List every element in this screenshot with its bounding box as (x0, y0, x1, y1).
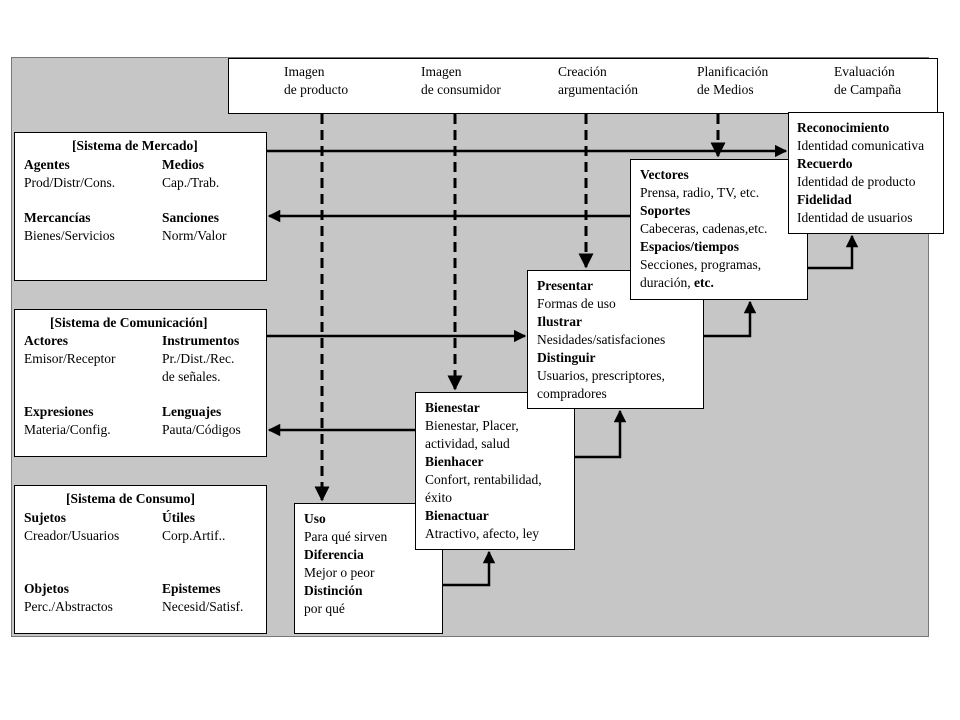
step-bienestar-to-presentar (575, 409, 627, 459)
reconocimiento-box (788, 112, 944, 234)
header-box (228, 58, 938, 114)
step-presentar-to-vectores (704, 300, 757, 338)
bienhacer-value-1: Confort, rentabilidad, (425, 472, 542, 487)
distinguir-value-1: Usuarios, prescriptores, (537, 368, 665, 383)
sujetos-value: Creador/Usuarios (24, 528, 120, 543)
header-line: Imagen (284, 64, 325, 79)
lenguajes-label: Lenguajes (162, 404, 222, 419)
bienhacer-label: Bienhacer (425, 454, 484, 469)
header-line: de producto (284, 82, 349, 97)
instrumentos-label: Instrumentos (162, 333, 240, 348)
header-line: Planificación (697, 64, 769, 79)
instrumentos-value-2: de señales. (162, 369, 221, 384)
header-line: de consumidor (421, 82, 501, 97)
bienestar-label: Bienestar (425, 400, 480, 415)
utiles-label: Útiles (162, 510, 195, 525)
distinguir-label: Distinguir (537, 350, 596, 365)
expresiones-value: Materia/Config. (24, 422, 111, 437)
header-col-evaluacion: Evaluación de Campaña (834, 63, 901, 99)
sistema-consumo-box (14, 485, 267, 634)
sanciones-label: Sanciones (162, 210, 220, 225)
fidelidad-label: Fidelidad (797, 192, 852, 207)
objetos-label: Objetos (24, 581, 69, 596)
recuerdo-label: Recuerdo (797, 156, 853, 171)
header-col-creacion: Creación argumentación (558, 63, 638, 99)
vectores-value: Prensa, radio, TV, etc. (640, 185, 760, 200)
espacios-value-2a: duración, (640, 275, 694, 290)
sistema-comunicacion-box (14, 309, 267, 457)
bienhacer-value-2: éxito (425, 490, 452, 505)
instrumentos-value-1: Pr./Dist./Rec. (162, 351, 235, 366)
agentes-value: Prod/Distr/Cons. (24, 175, 116, 190)
espacios-value-2b: etc. (693, 275, 714, 290)
espacios-value-2: duración, etc. (640, 274, 714, 291)
recuerdo-value: Identidad de producto (797, 174, 916, 189)
actores-value: Emisor/Receptor (24, 351, 116, 366)
presentar-label: Presentar (537, 278, 593, 293)
sanciones-value: Norm/Valor (162, 228, 227, 243)
expresiones-label: Expresiones (24, 404, 94, 419)
header-line: argumentación (558, 82, 638, 97)
medios-label: Medios (162, 157, 204, 172)
diferencia-label: Diferencia (304, 547, 364, 562)
espacios-label: Espacios/tiempos (640, 239, 740, 254)
reconocimiento-value: Identidad comunicativa (797, 138, 925, 153)
soportes-label: Soportes (640, 203, 691, 218)
epistemes-label: Epistemes (162, 581, 221, 596)
reconocimiento-label: Reconocimiento (797, 120, 890, 135)
ilustrar-label: Ilustrar (537, 314, 582, 329)
bienactuar-value: Atractivo, afecto, ley (425, 526, 539, 541)
header-col-planificacion: Planificación de Medios (697, 63, 768, 99)
uso-value: Para qué sirven (304, 529, 388, 544)
sistema-comunicacion-title: [Sistema de Comunicación] (50, 315, 208, 330)
header-line: Creación (558, 64, 607, 79)
fidelidad-value: Identidad de usuarios (797, 210, 913, 225)
bienestar-box (415, 392, 575, 550)
sistema-mercado-box (14, 132, 267, 281)
header-col-imagen-consumidor: Imagen de consumidor (421, 63, 501, 99)
soportes-value: Cabeceras, cadenas,etc. (640, 221, 768, 236)
sistema-mercado-title: [Sistema de Mercado] (72, 138, 198, 153)
sujetos-label: Sujetos (24, 510, 67, 525)
header-line: Evaluación (834, 64, 895, 79)
epistemes-value: Necesid/Satisf. (162, 599, 244, 614)
vectores-label: Vectores (640, 167, 689, 182)
sistema-consumo-title: [Sistema de Consumo] (66, 491, 196, 506)
medios-value: Cap./Trab. (162, 175, 220, 190)
agentes-label: Agentes (24, 157, 70, 172)
header-line: Imagen (421, 64, 462, 79)
ilustrar-value: Nesidades/satisfaciones (537, 332, 666, 347)
diferencia-value: Mejor o peor (304, 565, 375, 580)
distincion-label: Distinción (304, 583, 363, 598)
bienestar-value-2: actividad, salud (425, 436, 510, 451)
header-line: de Campaña (834, 82, 902, 97)
espacios-value-1: Secciones, programas, (640, 257, 762, 272)
header-col-imagen-producto: Imagen de producto (284, 63, 348, 99)
mercancias-label: Mercancías (24, 210, 91, 225)
mercancias-value: Bienes/Servicios (24, 228, 115, 243)
step-vectores-to-reconocimiento (808, 234, 859, 270)
bienestar-value-1: Bienestar, Placer, (425, 418, 519, 433)
uso-label: Uso (304, 511, 326, 526)
objetos-value: Perc./Abstractos (24, 599, 113, 614)
presentar-value: Formas de uso (537, 296, 616, 311)
bienactuar-label: Bienactuar (425, 508, 489, 523)
header-line: de Medios (697, 82, 754, 97)
lenguajes-value: Pauta/Códigos (162, 422, 241, 437)
vectores-box (630, 159, 808, 300)
step-uso-to-bienestar (443, 550, 496, 587)
distincion-value: por qué (304, 601, 345, 616)
actores-label: Actores (24, 333, 68, 348)
distinguir-value-2: compradores (537, 386, 607, 401)
utiles-value: Corp.Artif.. (162, 528, 226, 543)
